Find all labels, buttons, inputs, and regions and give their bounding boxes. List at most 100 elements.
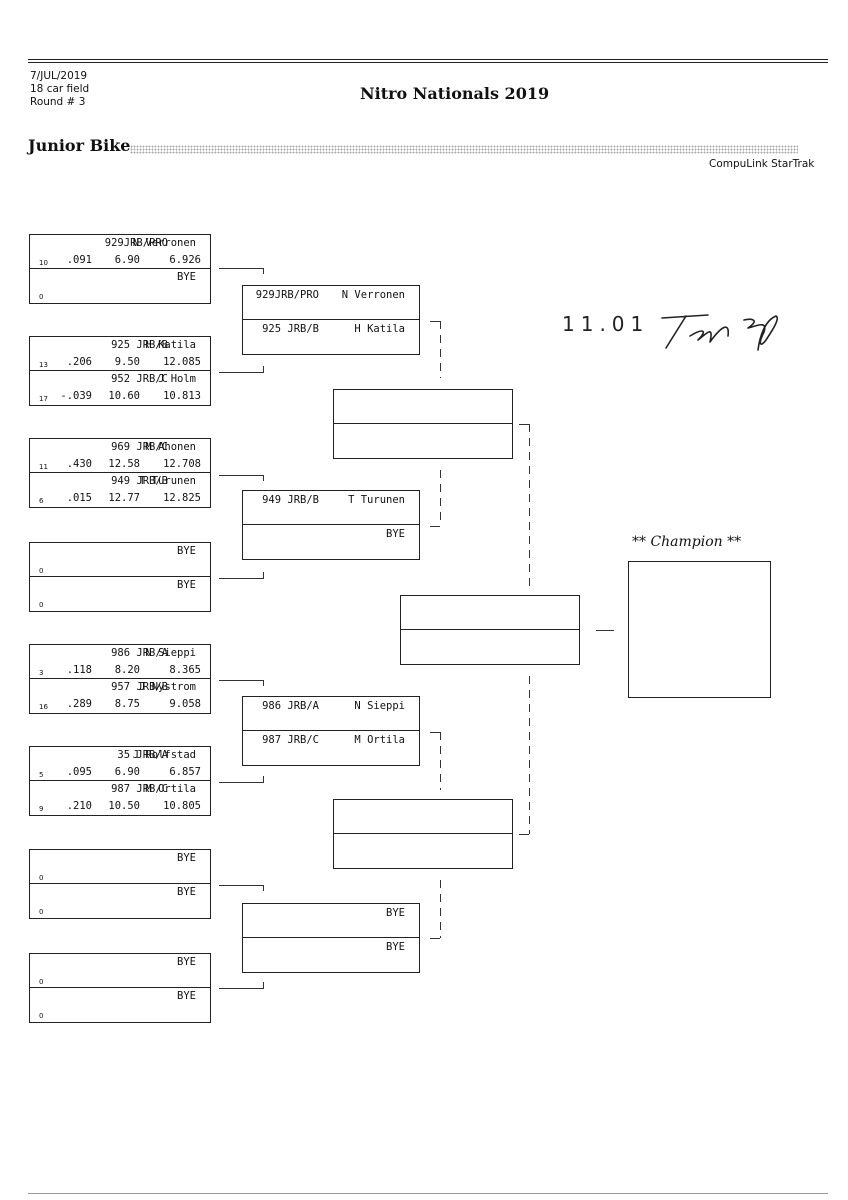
car-number: 952 JRB/C bbox=[111, 373, 168, 385]
reaction-time: .430 bbox=[66, 458, 92, 470]
round2-slot: BYE bbox=[243, 525, 419, 559]
bracket-connector bbox=[529, 690, 530, 698]
bracket-connector bbox=[529, 550, 530, 558]
driver-name: M Ortila bbox=[354, 734, 405, 746]
handwritten-signature bbox=[661, 314, 779, 351]
round2-slot: BYE bbox=[243, 938, 419, 972]
driver-name: J Rolfstad bbox=[132, 749, 196, 761]
race-info: 7/JUL/2019 18 car field Round # 3 bbox=[30, 70, 89, 109]
bracket-connector bbox=[440, 512, 441, 520]
driver-name: H Katila bbox=[354, 323, 405, 335]
driver-name: N Sieppi bbox=[354, 700, 405, 712]
reaction-time: .210 bbox=[66, 800, 92, 812]
class-title: Junior Bike bbox=[28, 136, 131, 155]
lane-number: 0 bbox=[39, 908, 44, 916]
car-number: 35 JRB/A bbox=[117, 749, 168, 761]
bracket-connector bbox=[219, 782, 264, 783]
bracket-connector bbox=[529, 522, 530, 530]
driver-name: BYE bbox=[177, 956, 196, 968]
bracket-connector bbox=[529, 508, 530, 516]
bracket-connector bbox=[440, 880, 441, 888]
driver-name: H Katila bbox=[145, 339, 196, 351]
bracket-connector bbox=[263, 366, 264, 372]
bracket-connector bbox=[263, 776, 264, 782]
lane-number: 0 bbox=[39, 978, 44, 986]
elapsed-time: 8.365 bbox=[169, 664, 201, 676]
bracket-connector bbox=[430, 321, 440, 322]
driver-name: N Verronen bbox=[132, 237, 196, 249]
bracket-connector bbox=[440, 349, 441, 357]
bracket-connector bbox=[440, 760, 441, 768]
bracket-connector bbox=[440, 936, 441, 938]
bracket-connector bbox=[529, 466, 530, 474]
bracket-connector bbox=[529, 746, 530, 754]
driver-name: J Nystrom bbox=[139, 681, 196, 693]
bracket-connector bbox=[440, 321, 441, 329]
bracket-connector bbox=[430, 732, 440, 733]
bracket-connector bbox=[219, 372, 264, 373]
round3-slot-bottom bbox=[334, 424, 512, 458]
round3-slot-top bbox=[334, 800, 512, 834]
bracket-connector bbox=[529, 816, 530, 824]
round2-match: BYE BYE bbox=[242, 903, 420, 973]
driver-name: BYE bbox=[386, 907, 405, 919]
reaction-time: -.039 bbox=[60, 390, 92, 402]
lane-number: 0 bbox=[39, 293, 44, 301]
bracket-connector bbox=[529, 578, 530, 586]
elapsed-time: 10.813 bbox=[163, 390, 201, 402]
final-connector bbox=[596, 630, 614, 631]
title-dotted-leader bbox=[130, 145, 798, 154]
bracket-connector bbox=[440, 470, 441, 478]
car-number: 925 JRB/B bbox=[262, 323, 319, 335]
bracket-connector bbox=[263, 680, 264, 686]
bracket-connector bbox=[440, 922, 441, 930]
elapsed-time: 10.805 bbox=[163, 800, 201, 812]
bracket-connector bbox=[219, 988, 264, 989]
handwritten-time: 11.01 bbox=[562, 312, 650, 336]
bracket-connector bbox=[219, 885, 264, 886]
driver-name: M Ortila bbox=[145, 783, 196, 795]
bracket-connector bbox=[529, 480, 530, 488]
lane-number: 0 bbox=[39, 1012, 44, 1020]
driver-name: BYE bbox=[177, 579, 196, 591]
bracket-connector bbox=[219, 680, 264, 681]
car-number: 969 JRB/C bbox=[111, 441, 168, 453]
bracket-connector bbox=[529, 452, 530, 460]
round3-slot-top bbox=[334, 390, 512, 424]
bracket-connector bbox=[440, 908, 441, 916]
bracket-connector bbox=[529, 676, 530, 684]
bracket-connector bbox=[529, 774, 530, 782]
bracket-connector bbox=[263, 885, 264, 891]
bracket-connector bbox=[263, 268, 264, 274]
elapsed-time: 6.857 bbox=[169, 766, 201, 778]
lane-number: 0 bbox=[39, 567, 44, 575]
champion-box bbox=[628, 561, 771, 698]
bracket-connector bbox=[440, 746, 441, 754]
bracket-connector bbox=[440, 335, 441, 343]
reaction-time: .015 bbox=[66, 492, 92, 504]
bracket-connector bbox=[529, 718, 530, 726]
driver-name: BYE bbox=[177, 852, 196, 864]
final-slot-bottom bbox=[401, 630, 579, 664]
dial-in: 8.20 bbox=[114, 664, 140, 676]
final-match bbox=[400, 595, 580, 665]
bracket-connector bbox=[263, 572, 264, 578]
dial-in: 9.50 bbox=[114, 356, 140, 368]
car-number: 986 JRB/A bbox=[111, 647, 168, 659]
bracket-connector bbox=[263, 982, 264, 988]
driver-name: N Sieppi bbox=[145, 647, 196, 659]
driver-name: BYE bbox=[386, 528, 405, 540]
bracket-connector bbox=[529, 788, 530, 796]
bracket-connector bbox=[519, 834, 529, 835]
driver-name: BYE bbox=[177, 886, 196, 898]
